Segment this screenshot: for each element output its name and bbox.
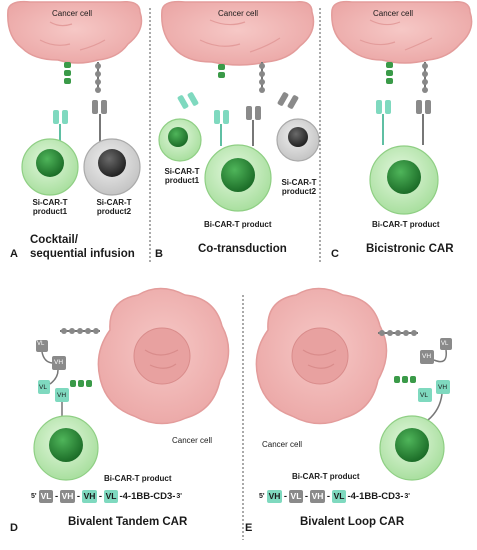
panel-e-prime5: 5' [259,493,265,500]
panel-a-letter: A [10,248,18,260]
panel-c-bi-label: Bi-CAR-T product [372,220,440,229]
antigen-gray-a [95,62,101,93]
panel-c-cancer-label: Cancer cell [373,9,414,18]
panel-d-prime3: 3' [176,493,182,500]
panel-b-letter: B [155,248,163,260]
panel-d-seg-2: VH [59,490,76,503]
panel-d-seg-3: VH [81,490,98,503]
panel-b-product2-label: Si-CAR-T product2 [272,178,326,196]
panel-a-caption: Cocktail/ sequential infusion [30,233,135,261]
cancer-cell-b [161,0,315,66]
panel-d-letter: D [10,522,18,534]
panel-d-domain-vl-teal: VL [39,384,47,391]
panel-b-product1-line1: Si-CAR-T [164,167,200,176]
panel-b-product1-line2: product1 [164,176,200,185]
panel-a-cancer-label: Cancer cell [52,9,93,18]
panel-e-seg-2: VL [288,490,304,503]
panel-c [331,0,473,215]
panel-b-cancer-label: Cancer cell [218,9,259,18]
panel-b-bi-label: Bi-CAR-T product [204,220,272,229]
panel-d-domain-vl: VL [37,341,45,347]
panel-d-domain-vh-gray: VH [54,359,64,366]
panel-e-domain-vh-gray: VH [422,353,432,360]
panel-e-domain-vl-teal: VL [420,392,428,399]
cancer-cell-a [7,0,143,64]
panel-a-product2-line2: product2 [96,207,132,216]
panel-d-prime5: 5' [31,493,37,500]
panel-e-bi-label: Bi-CAR-T product [292,472,360,481]
panel-d-domain-vh-teal: VH [57,392,67,399]
panel-d [33,287,230,481]
panel-d-seg-4: VL [103,490,119,503]
panel-e-seg-4: VL [331,490,347,503]
panel-a-product2-label: Si-CAR-T product2 [84,198,144,216]
panel-e-domain-vl-gray: VL [441,341,449,347]
panel-a-caption-line1: Cocktail/ [30,234,78,246]
panel-a-product1-line2: product1 [32,207,68,216]
panel-e [255,287,452,481]
panel-b [158,0,320,212]
panel-d-seg-1: VL [38,490,54,503]
panel-d-sequence: 5' VL- VH- VH- VL -4-1BB-CD3- 3' [31,490,182,503]
panel-d-caption: Bivalent Tandem CAR [68,516,188,528]
panel-b-product1-label: Si-CAR-T product1 [155,167,209,185]
panel-e-seg-3: VH [309,490,326,503]
cancer-cell-c [331,0,473,64]
panel-d-cancer-label: Cancer cell [172,436,213,445]
panel-e-prime3: 3' [404,493,410,500]
panel-e-cancer-label: Cancer cell [262,440,303,449]
panel-b-product2-line2: product2 [281,187,317,196]
panel-b-caption: Co-transduction [198,243,287,255]
panel-e-sequence: 5' VH- VL- VH- VL -4-1BB-CD3- 3' [259,490,410,503]
panel-a-product1-label: Si-CAR-T product1 [20,198,80,216]
panel-e-tail: -4-1BB-CD3- [347,491,404,502]
panel-c-letter: C [331,248,339,260]
panel-c-caption: Bicistronic CAR [366,243,454,255]
panel-a-product2-line1: Si-CAR-T [96,198,132,207]
panel-e-letter: E [245,522,253,534]
panel-e-caption: Bivalent Loop CAR [300,516,405,528]
panel-d-bi-label: Bi-CAR-T product [104,474,172,483]
panel-a-product1-line1: Si-CAR-T [32,198,68,207]
panel-e-seg-1: VH [266,490,283,503]
panel-a [7,0,143,196]
panel-d-tail: -4-1BB-CD3- [119,491,176,502]
panel-b-product2-line1: Si-CAR-T [281,178,317,187]
panel-a-caption-line2: sequential infusion [30,248,135,260]
panel-e-domain-vh-teal: VH [438,384,448,391]
